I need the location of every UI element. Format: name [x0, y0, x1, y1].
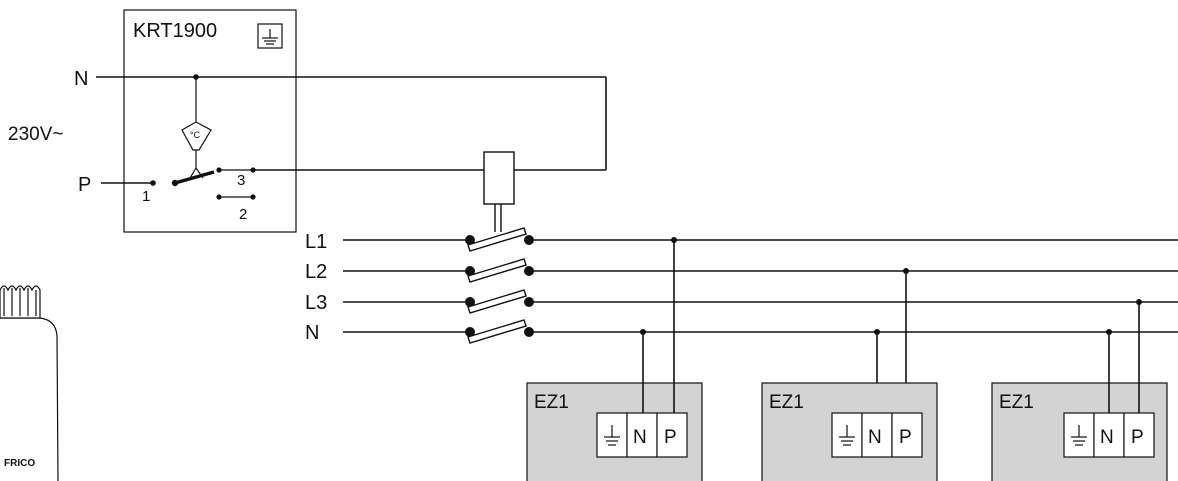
thermostat-model-label: KRT1900	[133, 20, 217, 42]
terminal-n-label: N	[633, 427, 647, 448]
supply-voltage-label: 230V~	[8, 124, 63, 145]
bus-lines: L1 L2 L3 N	[305, 231, 1178, 344]
terminal-p-label: P	[664, 427, 677, 448]
switch-blade	[174, 170, 215, 185]
terminal-3-label: 3	[237, 172, 245, 189]
heater-label: EZ1	[769, 392, 804, 413]
terminal-n-label: N	[868, 427, 882, 448]
terminal-p-label: P	[899, 427, 912, 448]
sensor-coil-icon	[0, 285, 41, 319]
ground-icon	[839, 425, 855, 446]
contactor-coil	[483, 151, 515, 205]
ground-icon	[1071, 425, 1087, 446]
heater-unit: EZ1 N P	[526, 382, 703, 481]
brand-logo: FRICO	[4, 458, 35, 469]
brand-logo-text: FRICO	[4, 458, 35, 469]
bus-label-l1: L1	[305, 231, 327, 253]
contactor-poles	[465, 227, 534, 344]
terminal-n-label: N	[1100, 427, 1114, 448]
bus-label-l3: L3	[305, 292, 327, 314]
thermostat-device-illustration: FRICO	[0, 285, 59, 481]
terminal-p-label: P	[1131, 427, 1144, 448]
ground-icon	[604, 425, 620, 446]
bus-label-l2: L2	[305, 261, 327, 283]
ground-icon	[257, 23, 283, 49]
terminal-1-label: 1	[142, 188, 150, 205]
thermostat-housing	[123, 9, 297, 233]
terminal-2-label: 2	[239, 206, 247, 223]
heater-label: EZ1	[999, 392, 1034, 413]
heater-unit: EZ1 N P	[761, 382, 938, 481]
thermostat-unit: KRT1900 1 2 3 °C	[101, 9, 297, 233]
sensor-symbol-label: °C	[190, 130, 201, 140]
temperature-sensor-icon: °C	[181, 121, 212, 179]
heater-unit: EZ1 N P	[991, 382, 1168, 481]
supply-phase-label: P	[78, 174, 91, 196]
heater-label: EZ1	[534, 392, 569, 413]
bus-label-n: N	[305, 322, 319, 344]
supply-neutral-label: N	[74, 68, 88, 90]
